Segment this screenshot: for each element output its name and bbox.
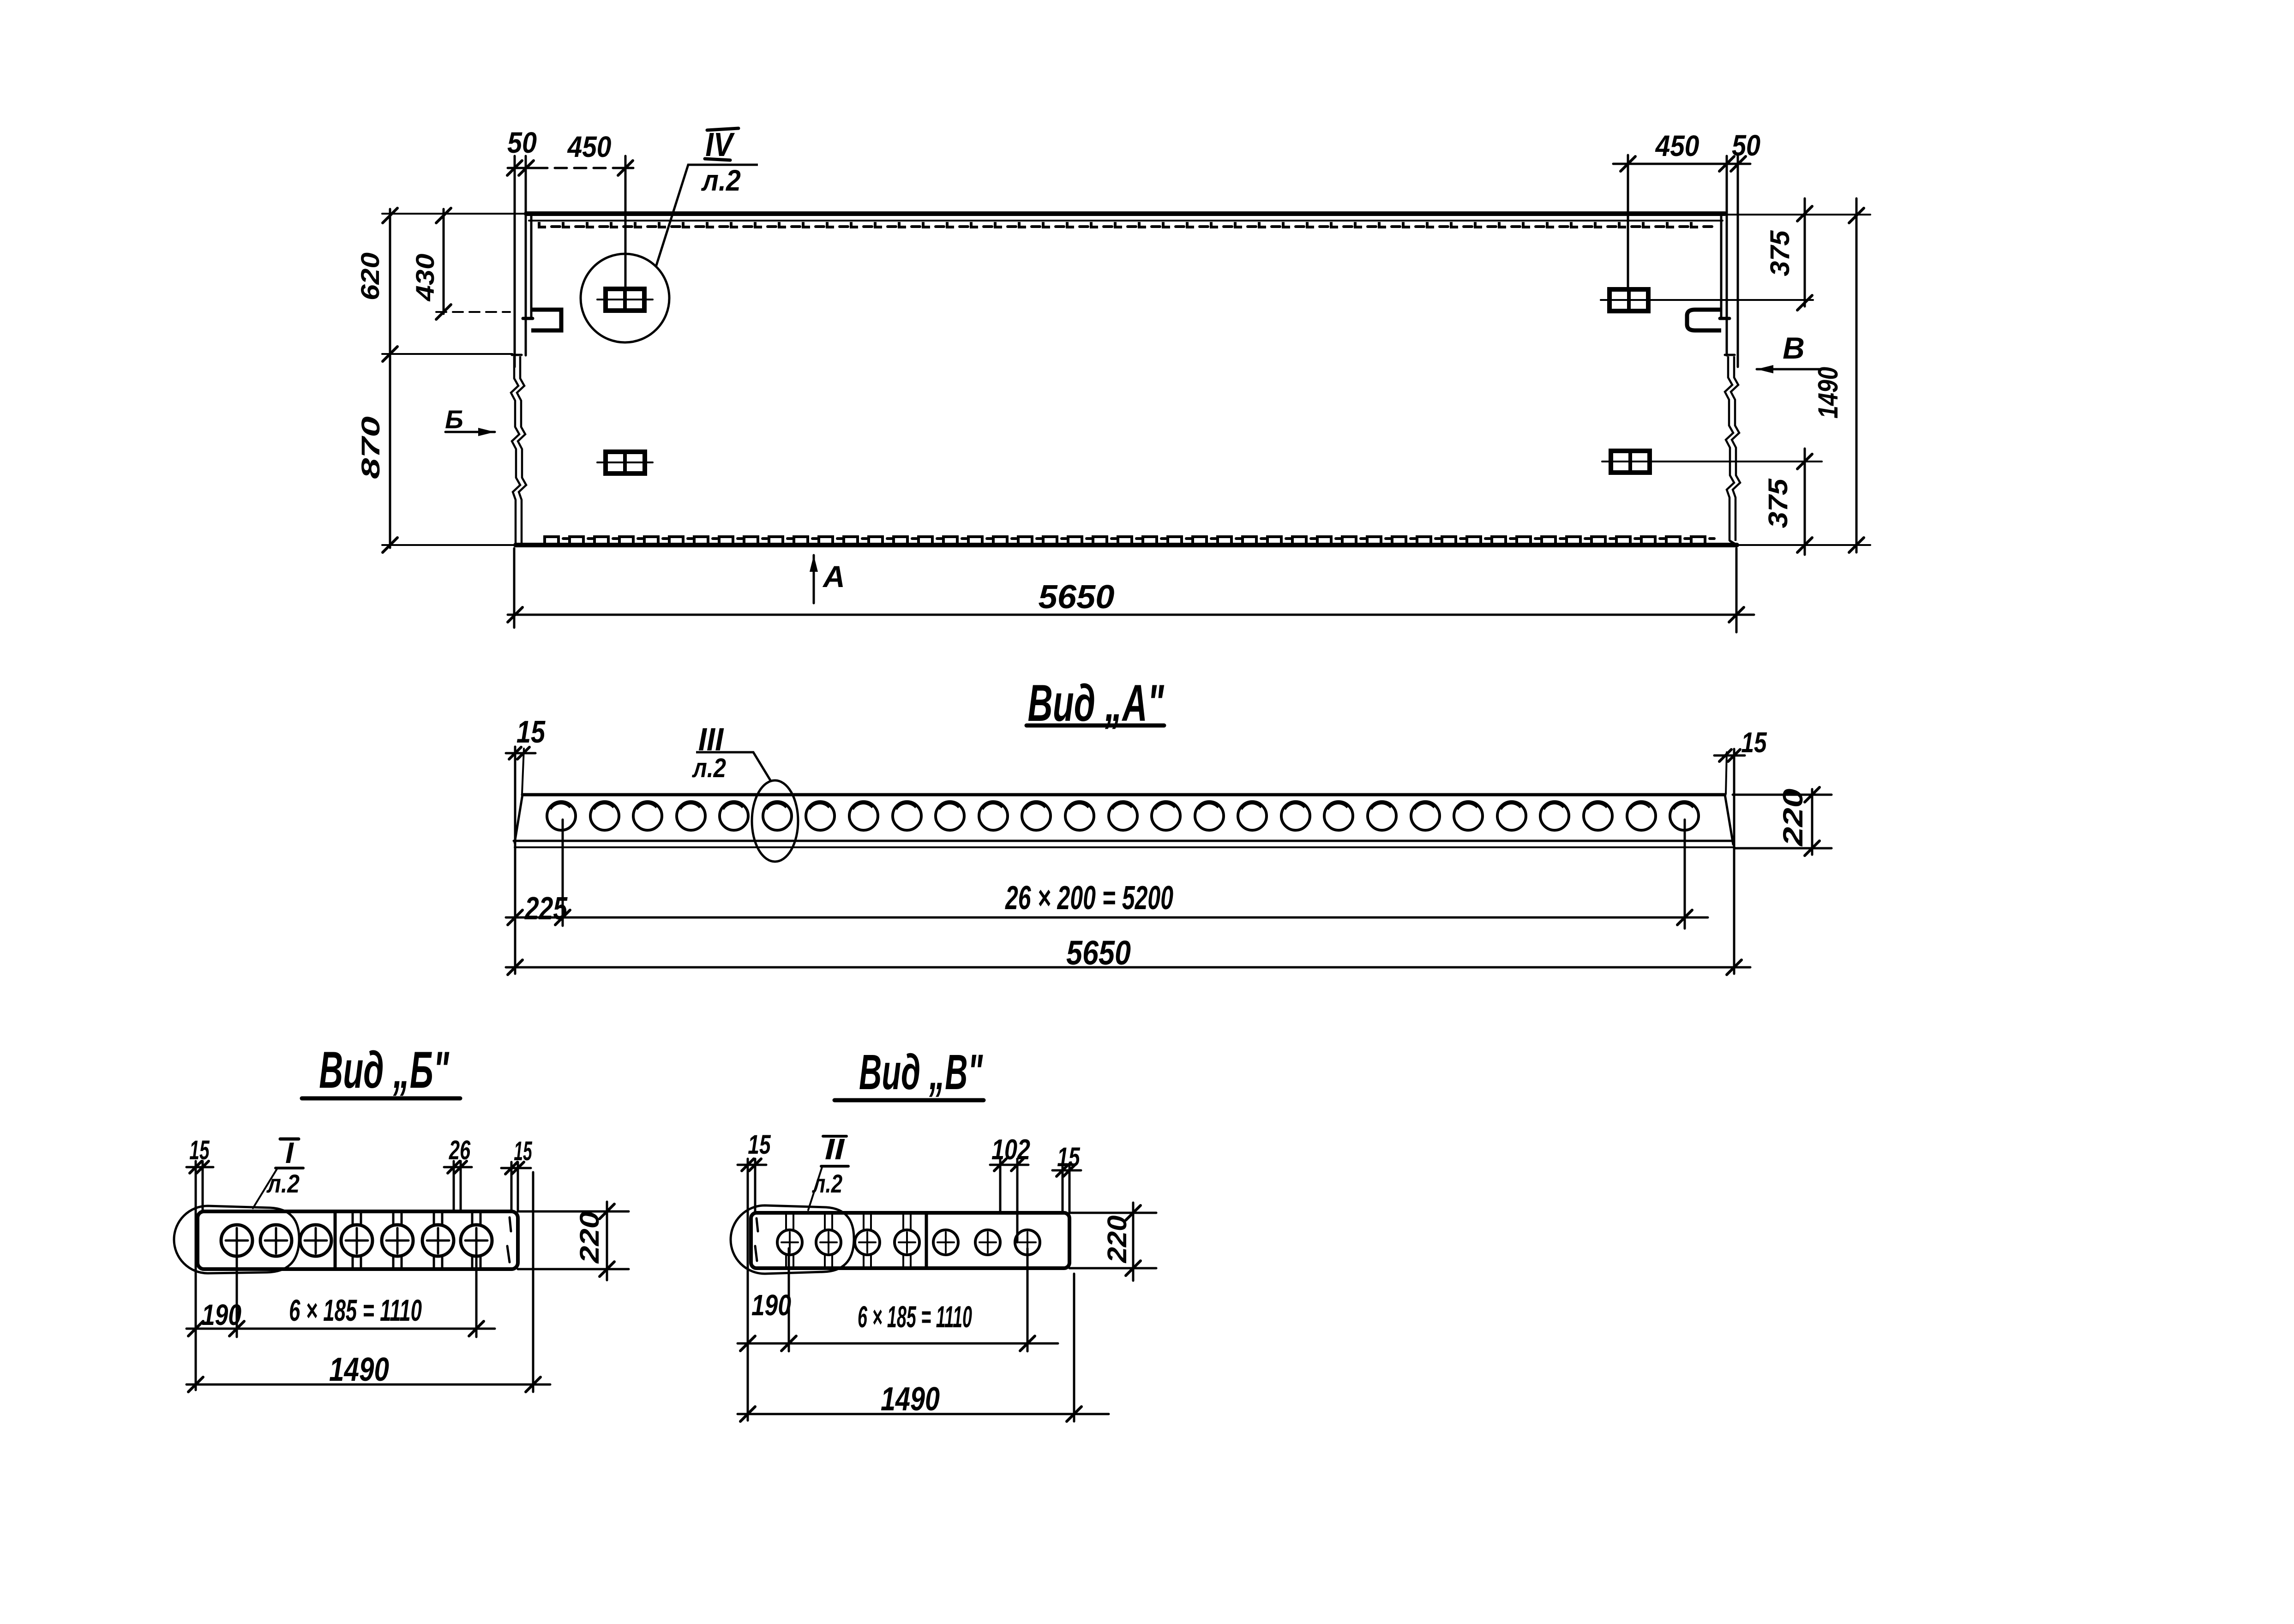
svg-text:Вид „А": Вид „А"	[1028, 675, 1165, 732]
svg-text:220: 220	[1102, 1216, 1132, 1264]
svg-text:15: 15	[748, 1129, 771, 1159]
svg-text:15: 15	[189, 1135, 210, 1165]
svg-text:1490: 1490	[1813, 367, 1844, 419]
svg-text:375: 375	[1763, 478, 1793, 528]
svg-text:430: 430	[411, 253, 440, 301]
svg-text:15: 15	[1741, 726, 1767, 759]
svg-text:15: 15	[516, 715, 546, 749]
svg-text:5650: 5650	[1066, 934, 1131, 972]
svg-text:102: 102	[991, 1133, 1030, 1165]
svg-text:375: 375	[1766, 230, 1795, 276]
svg-text:А: А	[822, 559, 845, 593]
svg-text:IV: IV	[705, 126, 735, 163]
svg-text:190: 190	[751, 1289, 791, 1322]
svg-text:870: 870	[356, 416, 385, 479]
svg-text:620: 620	[355, 252, 384, 300]
svg-text:5650: 5650	[1039, 579, 1115, 616]
svg-text:50: 50	[1732, 129, 1760, 162]
svg-text:III: III	[698, 722, 724, 757]
svg-text:190: 190	[202, 1299, 241, 1332]
svg-text:л.2: л.2	[691, 753, 726, 783]
svg-text:450: 450	[567, 130, 612, 163]
svg-text:В: В	[1783, 331, 1805, 365]
svg-text:50: 50	[507, 126, 537, 159]
svg-text:II: II	[825, 1133, 845, 1166]
svg-text:Вид „В": Вид „В"	[859, 1044, 983, 1100]
svg-text:1490: 1490	[881, 1380, 940, 1418]
svg-text:6 × 185 = 1110: 6 × 185 = 1110	[289, 1293, 422, 1327]
svg-text:I: I	[285, 1136, 294, 1169]
svg-text:Вид „Б": Вид „Б"	[319, 1041, 450, 1099]
svg-text:6 × 185 = 1110: 6 × 185 = 1110	[858, 1300, 972, 1334]
svg-text:1490: 1490	[329, 1351, 389, 1388]
svg-text:л.2: л.2	[266, 1170, 300, 1199]
svg-text:225: 225	[524, 891, 568, 927]
svg-text:220: 220	[1778, 789, 1808, 847]
svg-text:л.2: л.2	[701, 164, 741, 197]
svg-text:Б: Б	[445, 405, 463, 434]
svg-text:450: 450	[1655, 129, 1699, 162]
svg-text:26 × 200 = 5200: 26 × 200 = 5200	[1005, 880, 1173, 917]
